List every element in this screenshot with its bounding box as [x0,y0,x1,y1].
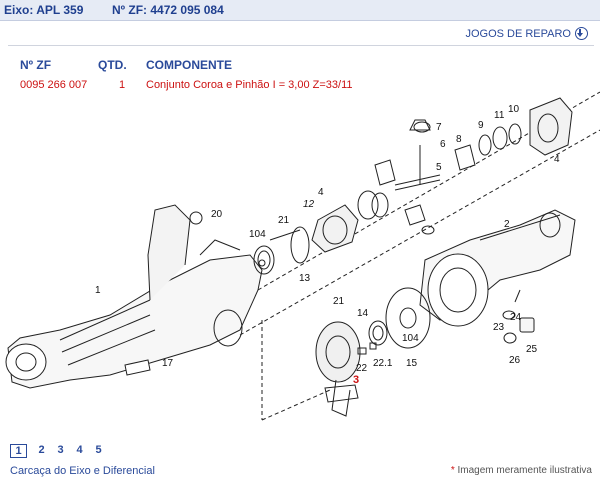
note-asterisk: * [450,465,455,476]
callout-9[interactable]: 9 [478,120,484,131]
callout-3[interactable]: 3 [353,374,359,386]
page-4[interactable]: 4 [76,444,83,456]
row-qtd: 1 [119,79,126,91]
callout-25[interactable]: 25 [526,344,538,355]
callout-5[interactable]: 5 [436,162,442,173]
callout-15[interactable]: 15 [406,358,418,369]
callout-14[interactable]: 14 [357,308,369,319]
repair-kits-link[interactable]: JOGOS DE REPARO [465,27,588,40]
col-header-zf: Nº ZF [20,58,52,72]
zf-number: Nº ZF: 4472 095 084 [112,3,224,17]
axle-code: Eixo: APL 359 [4,3,84,17]
callout-13[interactable]: 13 [299,273,311,284]
callout-4[interactable]: 4 [554,154,560,165]
row-componente[interactable]: Conjunto Coroa e Pinhão I = 3,00 Z=33/11 [146,79,353,91]
callout-4b[interactable]: 4 [318,187,324,198]
note-text: Imagem meramente ilustrativa [457,465,593,476]
page-2[interactable]: 2 [38,444,45,456]
header-bar: Eixo: APL 359 Nº ZF: 4472 095 084 [0,0,600,21]
callout-10[interactable]: 10 [508,104,520,115]
callout-12[interactable]: 12 [303,199,315,210]
callout-20[interactable]: 20 [211,209,223,220]
callout-2[interactable]: 2 [504,219,510,230]
page-5[interactable]: 5 [95,444,102,456]
col-header-componente: COMPONENTE [146,58,233,72]
divider [8,45,594,46]
callout-26[interactable]: 26 [509,355,521,366]
callout-104b[interactable]: 104 [402,333,419,344]
callout-21b[interactable]: 21 [333,296,345,307]
callout-22-1[interactable]: 22.1 [373,358,393,369]
callout-23[interactable]: 23 [493,322,505,333]
diagram-caption: Carcaça do Eixo e Diferencial [10,465,155,477]
callout-17[interactable]: 17 [162,358,174,369]
row-zf[interactable]: 0095 266 007 [20,79,88,91]
repair-kits-label: JOGOS DE REPARO [465,27,571,40]
callout-1[interactable]: 1 [95,285,101,296]
callout-8[interactable]: 8 [456,134,462,145]
callout-24[interactable]: 24 [510,312,522,323]
callout-22[interactable]: 22 [356,363,368,374]
callout-11[interactable]: 11 [494,110,505,121]
col-header-qtd: QTD. [98,58,127,72]
callout-104[interactable]: 104 [249,229,266,240]
callout-21[interactable]: 21 [278,215,290,226]
illustrative-note: * Imagem meramente ilustrativa [451,465,592,476]
callout-7[interactable]: 7 [436,122,442,133]
page-3[interactable]: 3 [57,444,64,456]
callout-6[interactable]: 6 [440,139,446,150]
arrow-down-circle-icon [575,27,588,40]
page-1[interactable]: 1 [10,444,27,458]
pagination: 1 2 3 4 5 [10,444,103,458]
exploded-diagram: 7 6 5 8 9 11 10 4 20 21 12 4 104 13 2 1 … [5,91,600,421]
